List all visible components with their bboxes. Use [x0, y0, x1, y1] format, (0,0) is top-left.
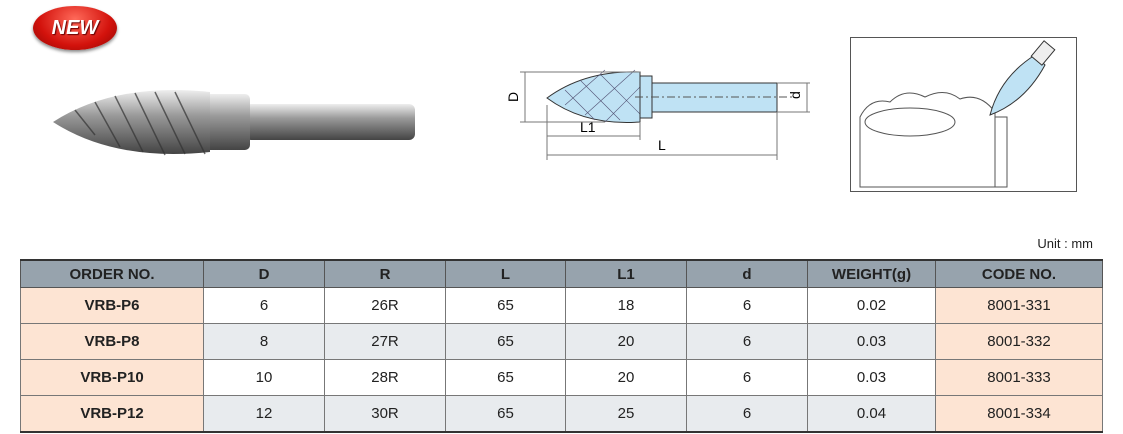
- cell-weight: 0.03: [807, 359, 936, 396]
- col-r: R: [324, 259, 446, 288]
- cell-d: 8: [203, 323, 325, 360]
- cell-shank-d: 6: [686, 395, 808, 433]
- order-no: VRB-P6: [20, 287, 204, 324]
- cell-d: 12: [203, 395, 325, 433]
- dim-d: d: [787, 91, 803, 99]
- col-l: L: [445, 259, 566, 288]
- cell-weight: 0.03: [807, 323, 936, 360]
- cell-d: 10: [203, 359, 325, 396]
- cell-l1: 18: [565, 287, 687, 324]
- product-photo-bur: [53, 90, 415, 156]
- dim-L1: L1: [580, 119, 596, 135]
- cell-shank-d: 6: [686, 287, 808, 324]
- cell-l: 65: [445, 323, 566, 360]
- application-illustration: [850, 37, 1077, 192]
- dimension-drawing: D L1 L d: [505, 69, 810, 160]
- code-no: 8001-331: [935, 287, 1103, 324]
- cell-weight: 0.04: [807, 395, 936, 433]
- cell-r: 28R: [324, 359, 446, 396]
- col-d-large: D: [203, 259, 325, 288]
- order-no: VRB-P8: [20, 323, 204, 360]
- col-order-no: ORDER NO.: [20, 259, 204, 288]
- cell-r: 30R: [324, 395, 446, 433]
- dim-D: D: [505, 92, 521, 102]
- cell-shank-d: 6: [686, 323, 808, 360]
- col-code-no: CODE NO.: [935, 259, 1103, 288]
- cell-d: 6: [203, 287, 325, 324]
- col-weight: WEIGHT(g): [807, 259, 936, 288]
- order-no: VRB-P10: [20, 359, 204, 396]
- dim-L: L: [658, 137, 666, 153]
- col-l1: L1: [565, 259, 687, 288]
- cell-l1: 25: [565, 395, 687, 433]
- order-no: VRB-P12: [20, 395, 204, 433]
- cell-l1: 20: [565, 323, 687, 360]
- cell-l: 65: [445, 287, 566, 324]
- spec-table: ORDER NO. D R L L1 d WEIGHT(g) CODE NO. …: [20, 259, 1103, 433]
- col-d-small: d: [686, 259, 808, 288]
- table-header: ORDER NO. D R L L1 d WEIGHT(g) CODE NO.: [20, 259, 1103, 288]
- cell-r: 26R: [324, 287, 446, 324]
- cell-l: 65: [445, 395, 566, 433]
- unit-label: Unit : mm: [1037, 236, 1093, 251]
- code-no: 8001-332: [935, 323, 1103, 360]
- cell-weight: 0.02: [807, 287, 936, 324]
- cell-l1: 20: [565, 359, 687, 396]
- cell-l: 65: [445, 359, 566, 396]
- cell-shank-d: 6: [686, 359, 808, 396]
- code-no: 8001-333: [935, 359, 1103, 396]
- new-badge: NEW: [33, 6, 117, 50]
- cell-r: 27R: [324, 323, 446, 360]
- code-no: 8001-334: [935, 395, 1103, 433]
